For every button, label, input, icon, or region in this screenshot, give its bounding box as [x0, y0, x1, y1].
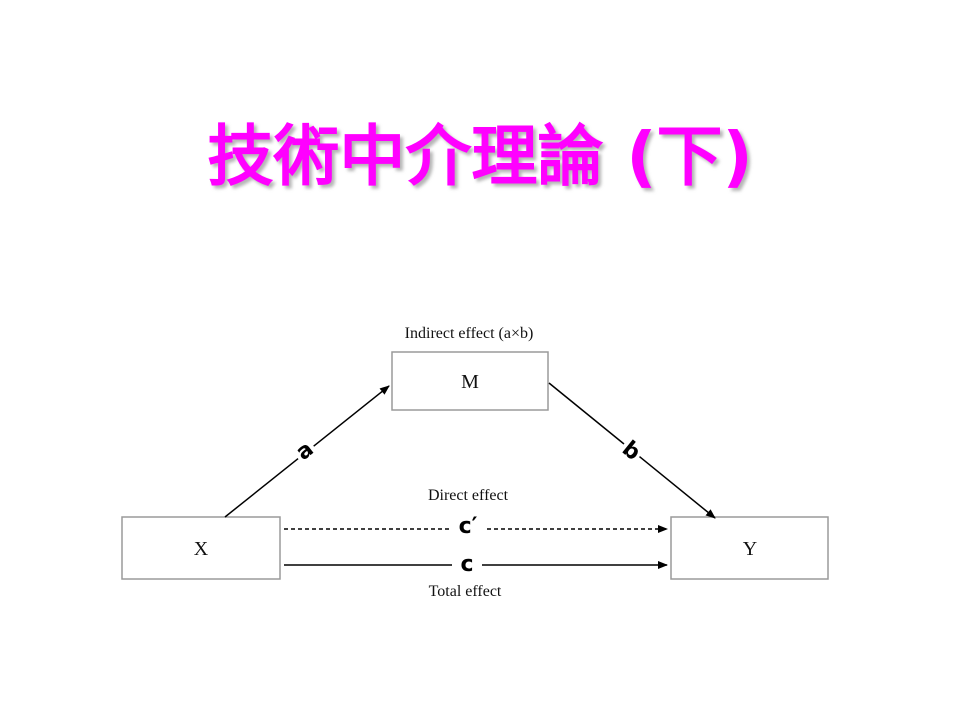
- path-a-label-bg: [288, 433, 320, 467]
- path-b-label-bg: [616, 433, 648, 467]
- node-x-label: X: [194, 538, 209, 560]
- indirect-effect-caption: Indirect effect (a×b): [405, 325, 534, 342]
- direct-effect-caption: Direct effect: [428, 487, 509, 504]
- node-m: M: [391, 351, 549, 411]
- path-c-label-bg: [452, 549, 482, 573]
- node-m-label: M: [461, 371, 479, 393]
- path-c-label: c: [460, 552, 473, 577]
- slide-title: 技術中介理論 (下): [207, 118, 753, 195]
- node-m-box: [391, 351, 549, 411]
- node-y-label: Y: [743, 538, 757, 560]
- node-x: X: [121, 516, 281, 580]
- node-y: Y: [670, 516, 829, 580]
- path-c-prime-label: c′: [459, 514, 478, 539]
- total-effect-caption: Total effect: [429, 583, 502, 600]
- node-x-box: [121, 516, 281, 580]
- node-y-box: [670, 516, 829, 580]
- path-c-prime-label-bg: [450, 512, 486, 538]
